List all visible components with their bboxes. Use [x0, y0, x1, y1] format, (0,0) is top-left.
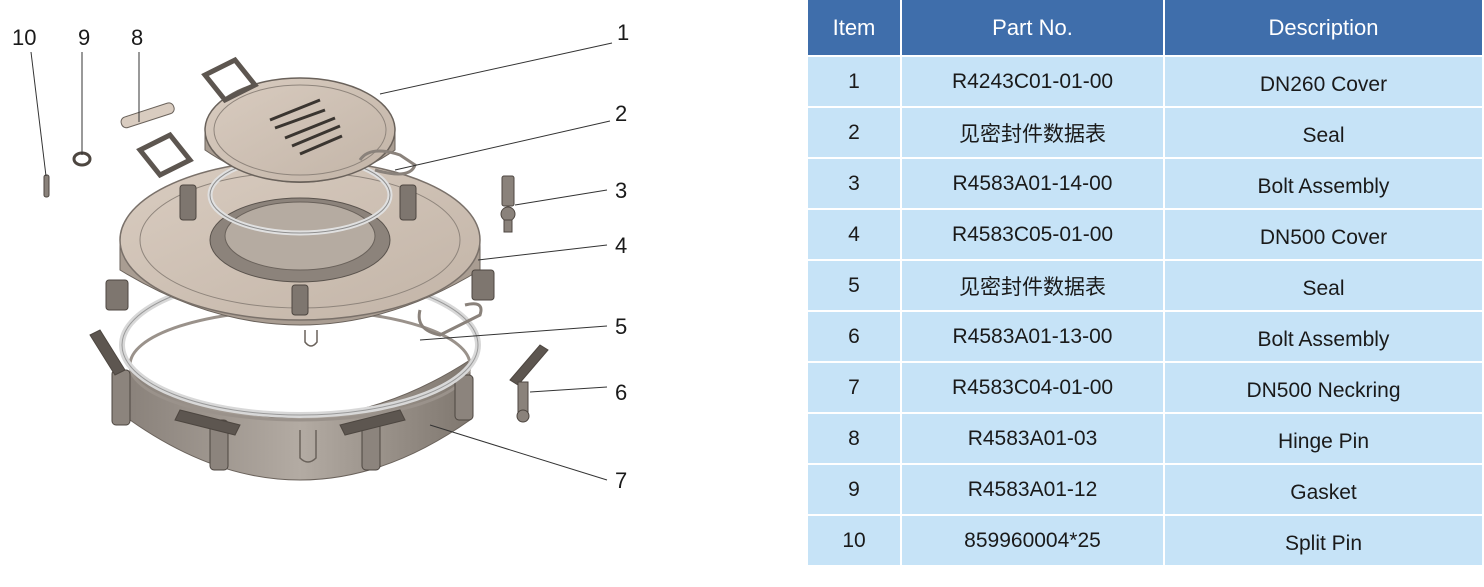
table-row: 8 R4583A01-03 Hinge Pin: [808, 414, 1482, 463]
header-part-no: Part No.: [902, 0, 1163, 55]
cell-part-no: R4583C05-01-00: [902, 210, 1163, 259]
leader-lines: [30, 42, 613, 481]
bolt-assembly-part-6: [509, 344, 549, 423]
description-text: Bolt Assembly: [1257, 327, 1390, 351]
header-item: Item: [808, 0, 900, 55]
callout-3: 3: [615, 178, 628, 203]
bolt-assembly-part-3: [500, 175, 516, 233]
callout-9: 9: [78, 25, 91, 50]
table-row: 3 R4583A01-14-00 Bolt Assembly: [808, 159, 1482, 208]
cell-item: 8: [808, 414, 900, 463]
cell-part-no: R4583A01-03: [902, 414, 1163, 463]
dn260-cover-part-1: [136, 56, 417, 183]
cell-description: DN500 Cover: [1165, 210, 1482, 259]
table-row: 7 R4583C04-01-00 DN500 Neckring: [808, 363, 1482, 412]
description-text: Seal: [1302, 123, 1345, 147]
hinge-pin-part-8: [120, 102, 175, 129]
table-row: 1 R4243C01-01-00 DN260 Cover: [808, 57, 1482, 106]
cell-description: Seal: [1165, 261, 1482, 310]
cell-item: 10: [808, 516, 900, 565]
description-text: Hinge Pin: [1277, 429, 1370, 453]
cell-item: 9: [808, 465, 900, 514]
table-row: 4 R4583C05-01-00 DN500 Cover: [808, 210, 1482, 259]
description-text: DN500 Neckring: [1246, 378, 1401, 402]
cell-description: DN500 Neckring: [1165, 363, 1482, 412]
callout-5: 5: [615, 314, 628, 339]
cell-part-no: R4583C04-01-00: [902, 363, 1163, 412]
cell-part-no: R4243C01-01-00: [902, 57, 1163, 106]
neckring-part-7: [89, 308, 474, 481]
parts-list-table: Item Part No. Description 1 R4243C01-01-…: [806, 0, 1484, 567]
callout-4: 4: [615, 233, 628, 258]
cell-item: 3: [808, 159, 900, 208]
description-text: DN500 Cover: [1259, 225, 1388, 249]
table-row: 5 见密封件数据表 Seal: [808, 261, 1482, 310]
description-text: Seal: [1302, 276, 1345, 300]
cell-part-no: R4583A01-13-00: [902, 312, 1163, 361]
cell-part-no: 859960004*25: [902, 516, 1163, 565]
description-text: Split Pin: [1284, 531, 1363, 555]
cell-item: 7: [808, 363, 900, 412]
table-header-row: Item Part No. Description: [808, 0, 1482, 55]
cell-description: Bolt Assembly: [1165, 159, 1482, 208]
cell-description: Bolt Assembly: [1165, 312, 1482, 361]
header-description: Description: [1165, 0, 1482, 55]
cell-part-no: 见密封件数据表: [902, 261, 1163, 310]
table-row: 10 859960004*25 Split Pin: [808, 516, 1482, 565]
cell-part-no: 见密封件数据表: [902, 108, 1163, 157]
description-text: DN260 Cover: [1259, 72, 1388, 96]
cell-item: 6: [808, 312, 900, 361]
cell-part-no: R4583A01-12: [902, 465, 1163, 514]
cell-item: 4: [808, 210, 900, 259]
callout-10: 10: [12, 25, 37, 50]
table-row: 2 见密封件数据表 Seal: [808, 108, 1482, 157]
cell-description: Split Pin: [1165, 516, 1482, 565]
callout-2: 2: [615, 101, 628, 126]
cell-description: DN260 Cover: [1165, 57, 1482, 106]
manhole-assembly-drawing: [30, 42, 613, 481]
callout-8: 8: [131, 25, 144, 50]
dn500-cover-part-4: [105, 159, 495, 347]
cell-description: Hinge Pin: [1165, 414, 1482, 463]
description-text: Gasket: [1290, 480, 1357, 504]
cell-description: Seal: [1165, 108, 1482, 157]
cell-item: 5: [808, 261, 900, 310]
cell-item: 2: [808, 108, 900, 157]
table-row: 9 R4583A01-12 Gasket: [808, 465, 1482, 514]
cell-part-no: R4583A01-14-00: [902, 159, 1163, 208]
table-row: 6 R4583A01-13-00 Bolt Assembly: [808, 312, 1482, 361]
callout-6: 6: [615, 380, 628, 405]
split-pin-part-10: [43, 174, 50, 198]
exploded-view-diagram: 1 2 3 4 5 6 7 8 9 10: [12, 20, 630, 493]
callout-7: 7: [615, 468, 628, 493]
description-text: Bolt Assembly: [1257, 174, 1390, 198]
cell-item: 1: [808, 57, 900, 106]
cell-description: Gasket: [1165, 465, 1482, 514]
callout-1: 1: [617, 20, 630, 45]
